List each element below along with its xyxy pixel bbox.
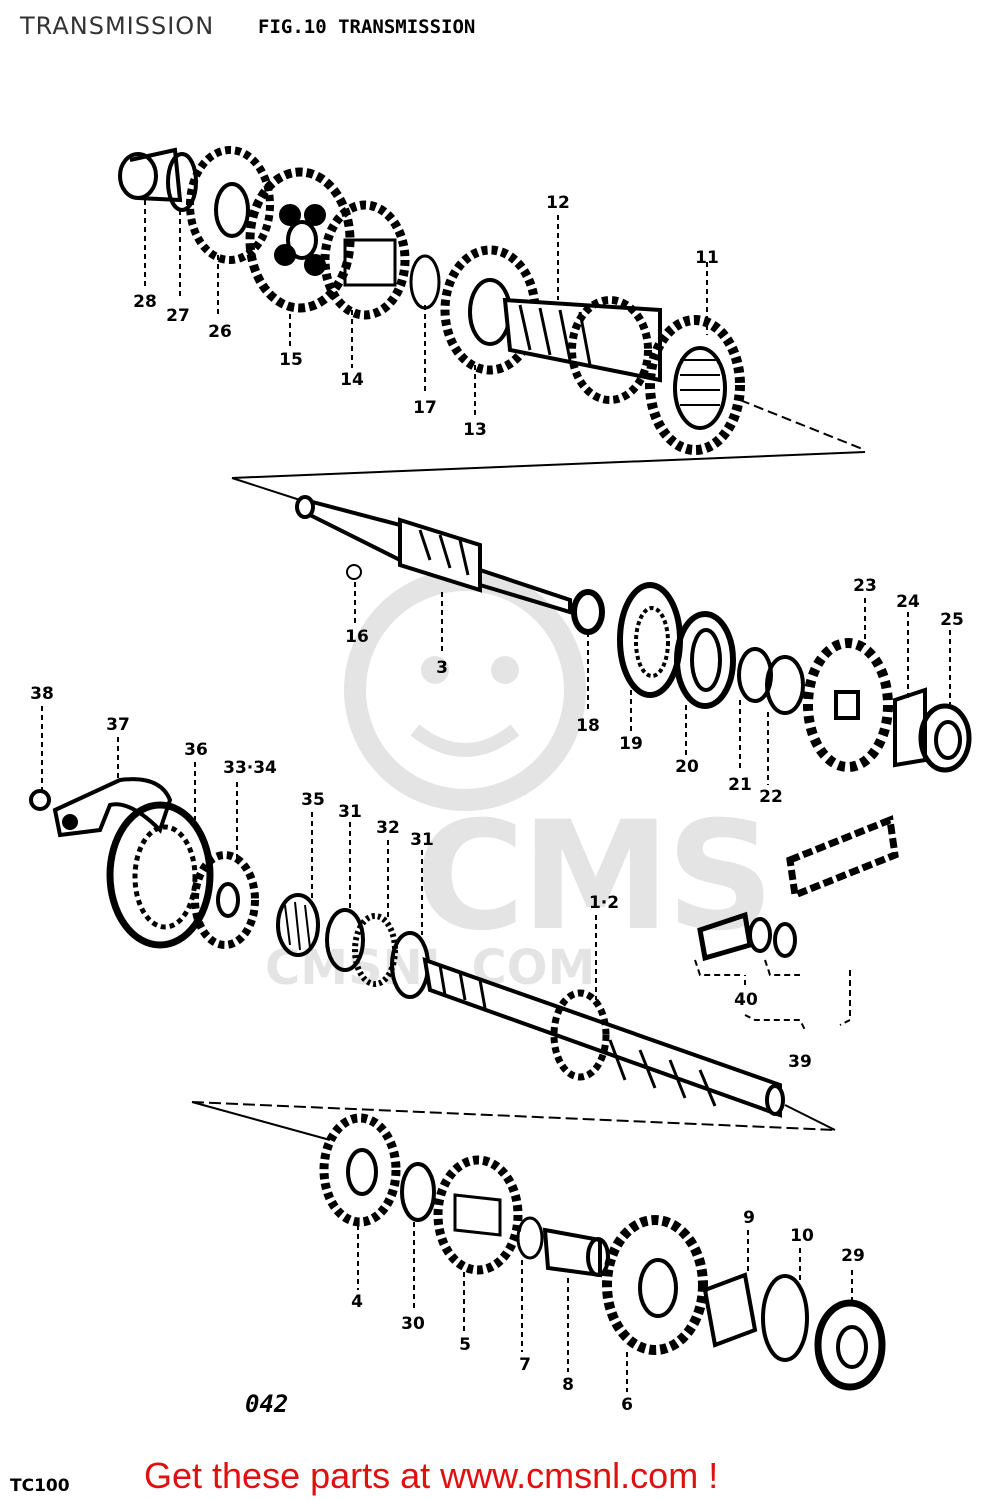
callout-9: 9 (743, 1208, 755, 1228)
callout-30: 30 (401, 1314, 425, 1334)
part-31-washer-b (390, 931, 430, 999)
part-1-2-main-shaft (422, 956, 785, 1118)
callout-22: 22 (759, 787, 783, 807)
callout-35: 35 (301, 790, 325, 810)
promo-link[interactable]: Get these parts at www.cmsnl.com ! (144, 1455, 719, 1496)
part-38-screw (29, 789, 51, 811)
drive-chain (697, 815, 899, 962)
upper-gear-assembly (118, 146, 866, 455)
callout-33-34: 33·34 (223, 758, 277, 778)
callout-40: 40 (734, 990, 758, 1010)
assembly-lines (231, 451, 866, 501)
part-22-spacer (765, 655, 805, 715)
callout-29: 29 (841, 1246, 865, 1266)
callout-25: 25 (940, 610, 964, 630)
callout-12: 12 (546, 193, 570, 213)
diagram-page-code: 042 (245, 1390, 289, 1418)
callout-16: 16 (345, 627, 369, 647)
callout-28: 28 (133, 292, 157, 312)
part-4-gear (319, 1113, 401, 1227)
part-31-washer-a (325, 908, 365, 972)
callout-18: 18 (576, 716, 600, 736)
main-shaft-assembly (29, 777, 899, 1118)
callout-7: 7 (519, 1355, 531, 1375)
callout-13: 13 (463, 420, 487, 440)
callout-10: 10 (790, 1226, 814, 1246)
part-10-circlip (761, 1274, 809, 1362)
callout-11: 11 (695, 248, 719, 268)
callout-1-2: 1·2 (588, 893, 620, 913)
callout-32: 32 (376, 818, 400, 838)
callout-31-a: 31 (338, 802, 362, 822)
part-21-o-ring (737, 647, 773, 703)
callout-4: 4 (351, 1292, 363, 1312)
drive-shaft-assembly (295, 495, 972, 773)
assembly-lines-lower (191, 1101, 836, 1141)
part-18-bearing (571, 589, 605, 635)
part-16-ball (346, 564, 362, 580)
callout-36: 36 (184, 740, 208, 760)
callout-6: 6 (621, 1395, 633, 1415)
part-7-circlip (516, 1216, 544, 1260)
figure-title: FIG.10 TRANSMISSION (258, 16, 476, 38)
part-37-bearing-retainer (52, 777, 173, 838)
callout-3: 3 (436, 658, 448, 678)
callout-17: 17 (413, 398, 437, 418)
lower-gear-assembly (319, 1113, 886, 1391)
part-25-nut (918, 703, 972, 773)
part-17-circlip (409, 254, 441, 310)
part-30-washer (400, 1162, 436, 1222)
callout-5: 5 (459, 1335, 471, 1355)
part-5-gear (433, 1155, 523, 1275)
part-3-drive-shaft (295, 495, 572, 615)
page-title: TRANSMISSION (20, 12, 215, 40)
callout-8: 8 (562, 1375, 574, 1395)
part-12-countershaft (502, 296, 662, 404)
callout-20: 20 (675, 757, 699, 777)
part-20-oil-seal (674, 611, 736, 709)
part-35-needle-bearing (276, 893, 320, 957)
callout-14: 14 (340, 370, 364, 390)
callout-24: 24 (896, 592, 920, 612)
part-33-34-gear (191, 851, 259, 949)
part-14-gear (320, 200, 410, 320)
part-28-pin (118, 147, 183, 203)
callout-31-b: 31 (410, 830, 434, 850)
callout-38: 38 (30, 684, 54, 704)
callout-19: 19 (619, 734, 643, 754)
part-8-bushing (542, 1227, 610, 1278)
callout-27: 27 (166, 306, 190, 326)
part-6-gear (602, 1215, 708, 1355)
part-19-bearing (617, 582, 683, 698)
callout-39: 39 (788, 1052, 812, 1072)
part-26-gear (186, 146, 274, 264)
part-11-gear (645, 315, 745, 455)
callout-21: 21 (728, 775, 752, 795)
callout-26: 26 (208, 322, 232, 342)
part-29-bearing (814, 1299, 886, 1391)
part-23-sprocket (803, 638, 893, 772)
part-9-lock-washer (702, 1272, 758, 1348)
leader-lines (41, 200, 951, 1392)
callout-37: 37 (106, 715, 130, 735)
model-code: TC100 (10, 1476, 70, 1496)
callout-23: 23 (853, 576, 877, 596)
callout-15: 15 (279, 350, 303, 370)
